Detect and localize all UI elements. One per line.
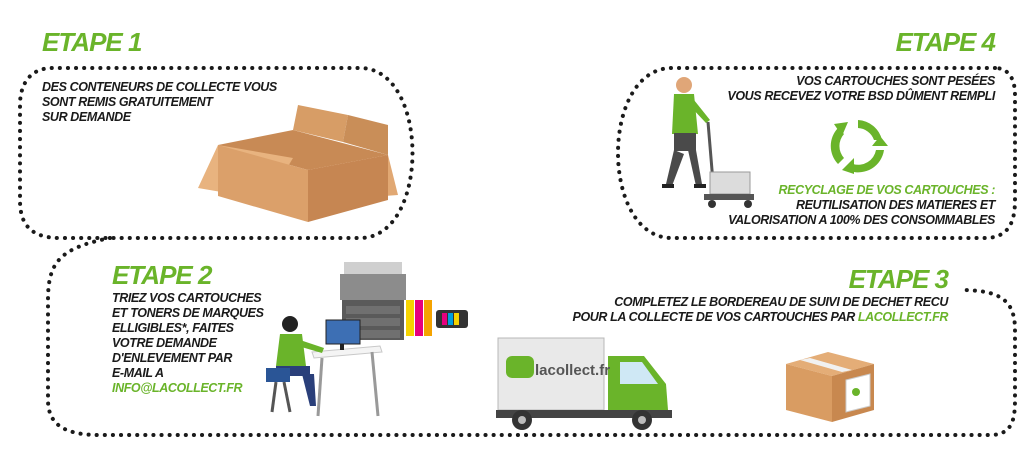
etape3-line: COMPLETEZ LE BORDEREAU DE SUIVI DE DECHE… [614, 295, 948, 309]
pallet-worker-icon [662, 77, 754, 208]
truck-logo-text: lacollect.fr [535, 362, 611, 379]
recycle-line: VALORISATION A 100% DES CONSOMMABLES [728, 213, 995, 227]
recycle-line: REUTILISATION DES MATIERES ET [795, 198, 995, 212]
etape1-line: DES CONTENEURS DE COLLECTE VOUS [42, 80, 277, 94]
etape3-line-text: POUR LA COLLECTE DE VOS CARTOUCHES PAR [572, 310, 858, 324]
person-at-desk-icon [266, 316, 383, 417]
etape1-line: SONT REMIS GRATUITEMENT [42, 95, 213, 109]
etape3-title: ETAPE 3 [848, 264, 949, 294]
lacollect-brand-link[interactable]: LACOLLECT.FR [857, 310, 948, 324]
etape3-line: POUR LA COLLECTE DE VOS CARTOUCHES PAR L… [572, 310, 949, 325]
etape4-line: VOS CARTOUCHES SONT PESÉES [796, 74, 995, 88]
etape4-recycle-text: RECYCLAGE DE VOS CARTOUCHES : REUTILISAT… [728, 183, 995, 228]
etape2-line: TRIEZ VOS CARTOUCHES [112, 291, 262, 305]
etape2-email-link[interactable]: INFO@LACOLLECT.FR [112, 381, 243, 395]
etape2-text: TRIEZ VOS CARTOUCHES ET TONERS DE MARQUE… [112, 291, 264, 396]
etape1-text: DES CONTENEURS DE COLLECTE VOUS SONT REM… [42, 80, 277, 125]
etape1-title: ETAPE 1 [42, 27, 142, 57]
etape4-title: ETAPE 4 [895, 27, 996, 57]
etape3-text: COMPLETEZ LE BORDEREAU DE SUIVI DE DECHE… [572, 295, 949, 325]
sealed-parcel-icon [786, 352, 874, 422]
etape4-text: VOS CARTOUCHES SONT PESÉES VOUS RECEVEZ … [727, 74, 995, 104]
etape2-line: VOTRE DEMANDE [112, 336, 217, 350]
dotted-loop-step1 [18, 66, 415, 240]
printer-icon [340, 262, 406, 340]
dotted-loop-step4 [616, 66, 1017, 240]
etape2-line: ELLIGIBLES*, FAITES [112, 321, 234, 335]
ink-cartridges-icon [406, 300, 468, 336]
cardboard-box-icon [198, 105, 398, 222]
etape2-line: D'ENLEVEMENT PAR [112, 351, 232, 365]
etape4-line: VOUS RECEVEZ VOTRE BSD DÛMENT REMPLI [727, 89, 995, 103]
dotted-loop-lower [46, 236, 1017, 437]
delivery-truck-icon [496, 337, 672, 430]
etape2-title: ETAPE 2 [112, 260, 212, 290]
etape1-line: SUR DEMANDE [42, 110, 131, 124]
etape2-line: E-MAIL A [112, 366, 164, 380]
recycle-heading: RECYCLAGE DE VOS CARTOUCHES : [778, 183, 996, 197]
recycle-arrows-icon [830, 120, 888, 174]
etape2-line: ET TONERS DE MARQUES [112, 306, 264, 320]
